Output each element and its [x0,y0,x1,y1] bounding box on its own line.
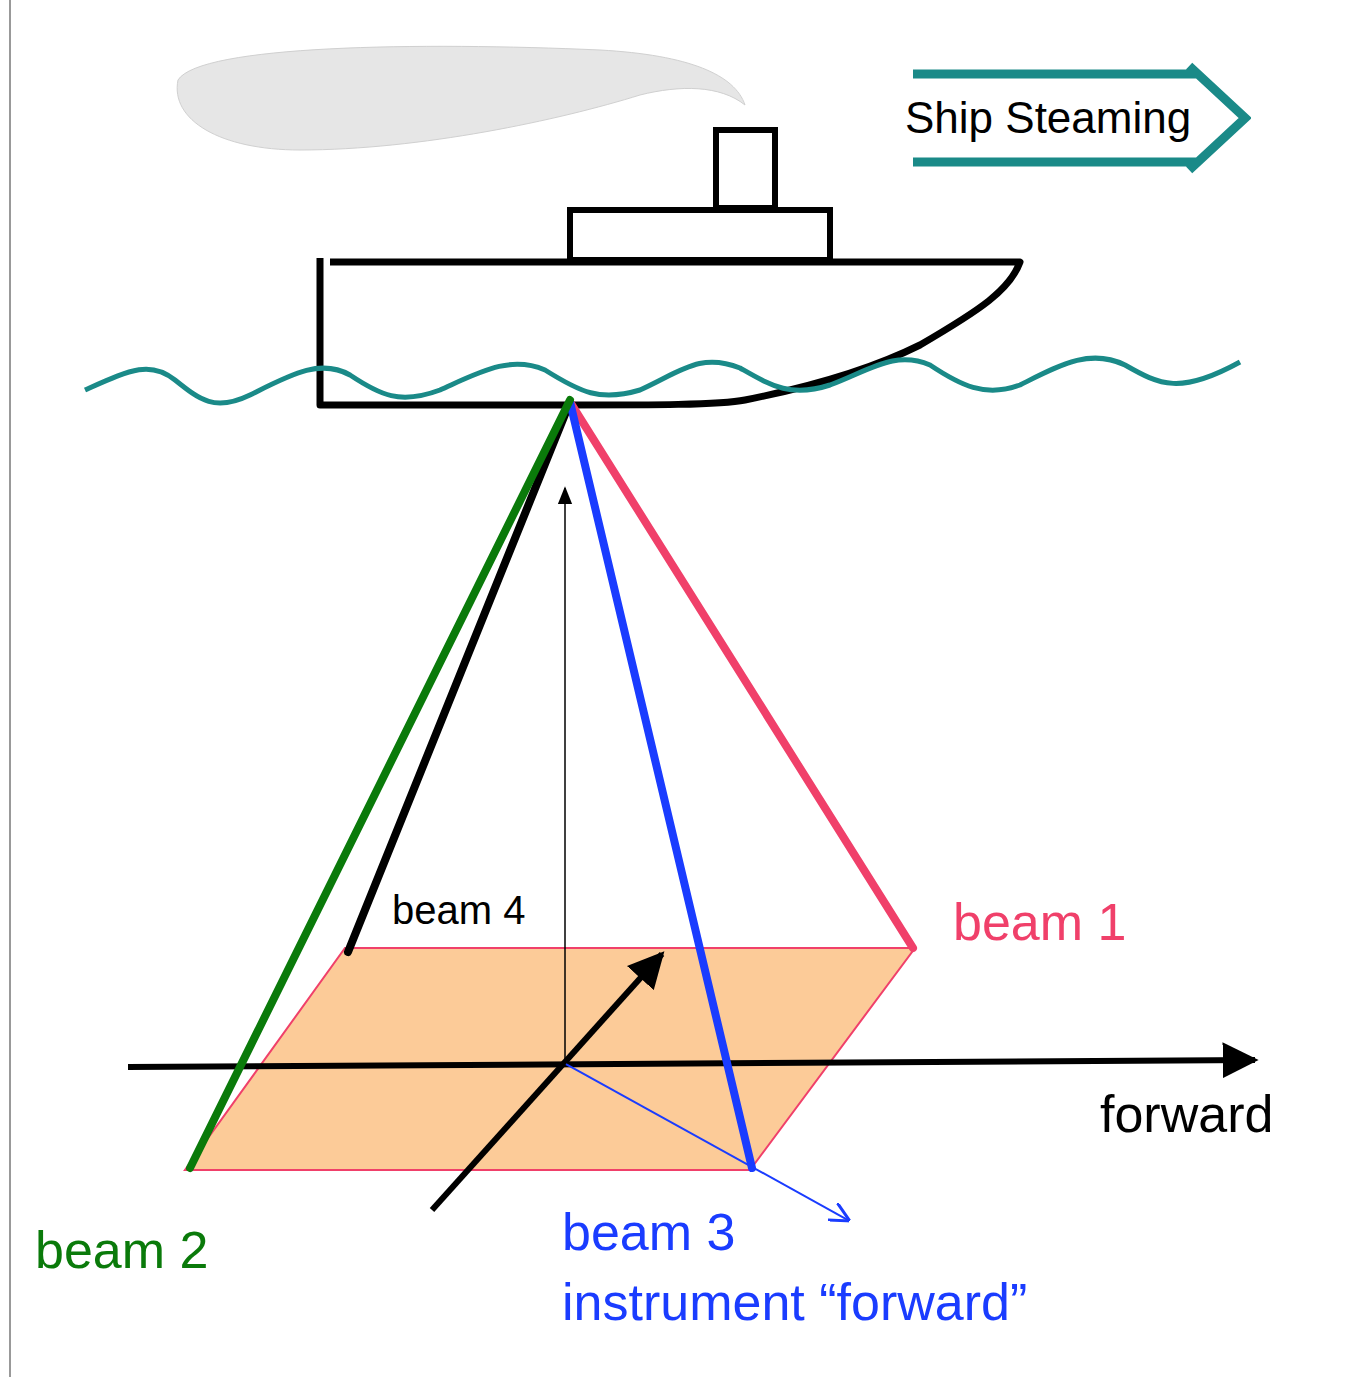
frame-line [9,0,11,1377]
beam-2-line [190,400,570,1168]
forward-axis [128,1060,1255,1067]
ship-funnel [716,130,775,208]
beam-3-line [570,402,752,1168]
instrument-forward-axis [566,1064,848,1220]
beam-label: beam 2 [35,1224,208,1276]
beam-1-line [570,402,913,948]
measurement-plane [185,948,915,1170]
beam-label: beam 3 [562,1206,735,1258]
chevron-arrow: Ship Steaming [905,62,1251,174]
smoke-cloud [177,46,745,150]
beam-label: beam 4 [392,890,525,930]
axis-label: instrument “forward” [562,1276,1027,1328]
starboard-axis [432,954,662,1210]
ship-cabin [570,210,830,260]
node-text: Ship Steaming [905,96,1251,140]
vertical-axis [564,488,566,1065]
axis-label: forward [1100,1088,1273,1140]
sea-surface [85,358,1240,403]
ship-hull [320,258,1020,405]
beam-label: beam 1 [953,896,1126,948]
beam-4-line [348,402,570,952]
